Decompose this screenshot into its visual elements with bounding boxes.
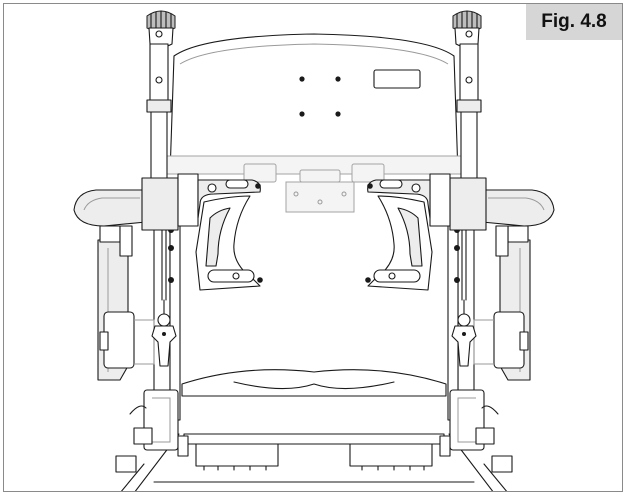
left-push-handle <box>147 11 175 47</box>
left-clamp <box>147 100 171 112</box>
left-caster <box>116 390 188 472</box>
figure-label: Fig. 4.8 <box>526 4 622 40</box>
right-upper-post <box>460 44 478 100</box>
backrest-label-plate <box>374 70 420 88</box>
right-push-handle <box>453 11 481 47</box>
right-clamp <box>457 100 481 112</box>
right-quick-release-lever <box>452 300 476 366</box>
backrest <box>170 34 458 174</box>
left-upper-post <box>150 44 168 100</box>
right-side-assembly <box>365 11 554 472</box>
back-rail <box>152 156 476 212</box>
left-side-assembly <box>74 11 263 472</box>
left-quick-release-lever <box>152 300 176 366</box>
wheelchair-rear-view-drawing <box>4 4 623 492</box>
figure-frame: Fig. 4.8 <box>3 3 623 492</box>
right-caster <box>440 390 512 472</box>
left-backrest-bracket <box>142 174 263 290</box>
right-backrest-bracket <box>365 174 486 290</box>
